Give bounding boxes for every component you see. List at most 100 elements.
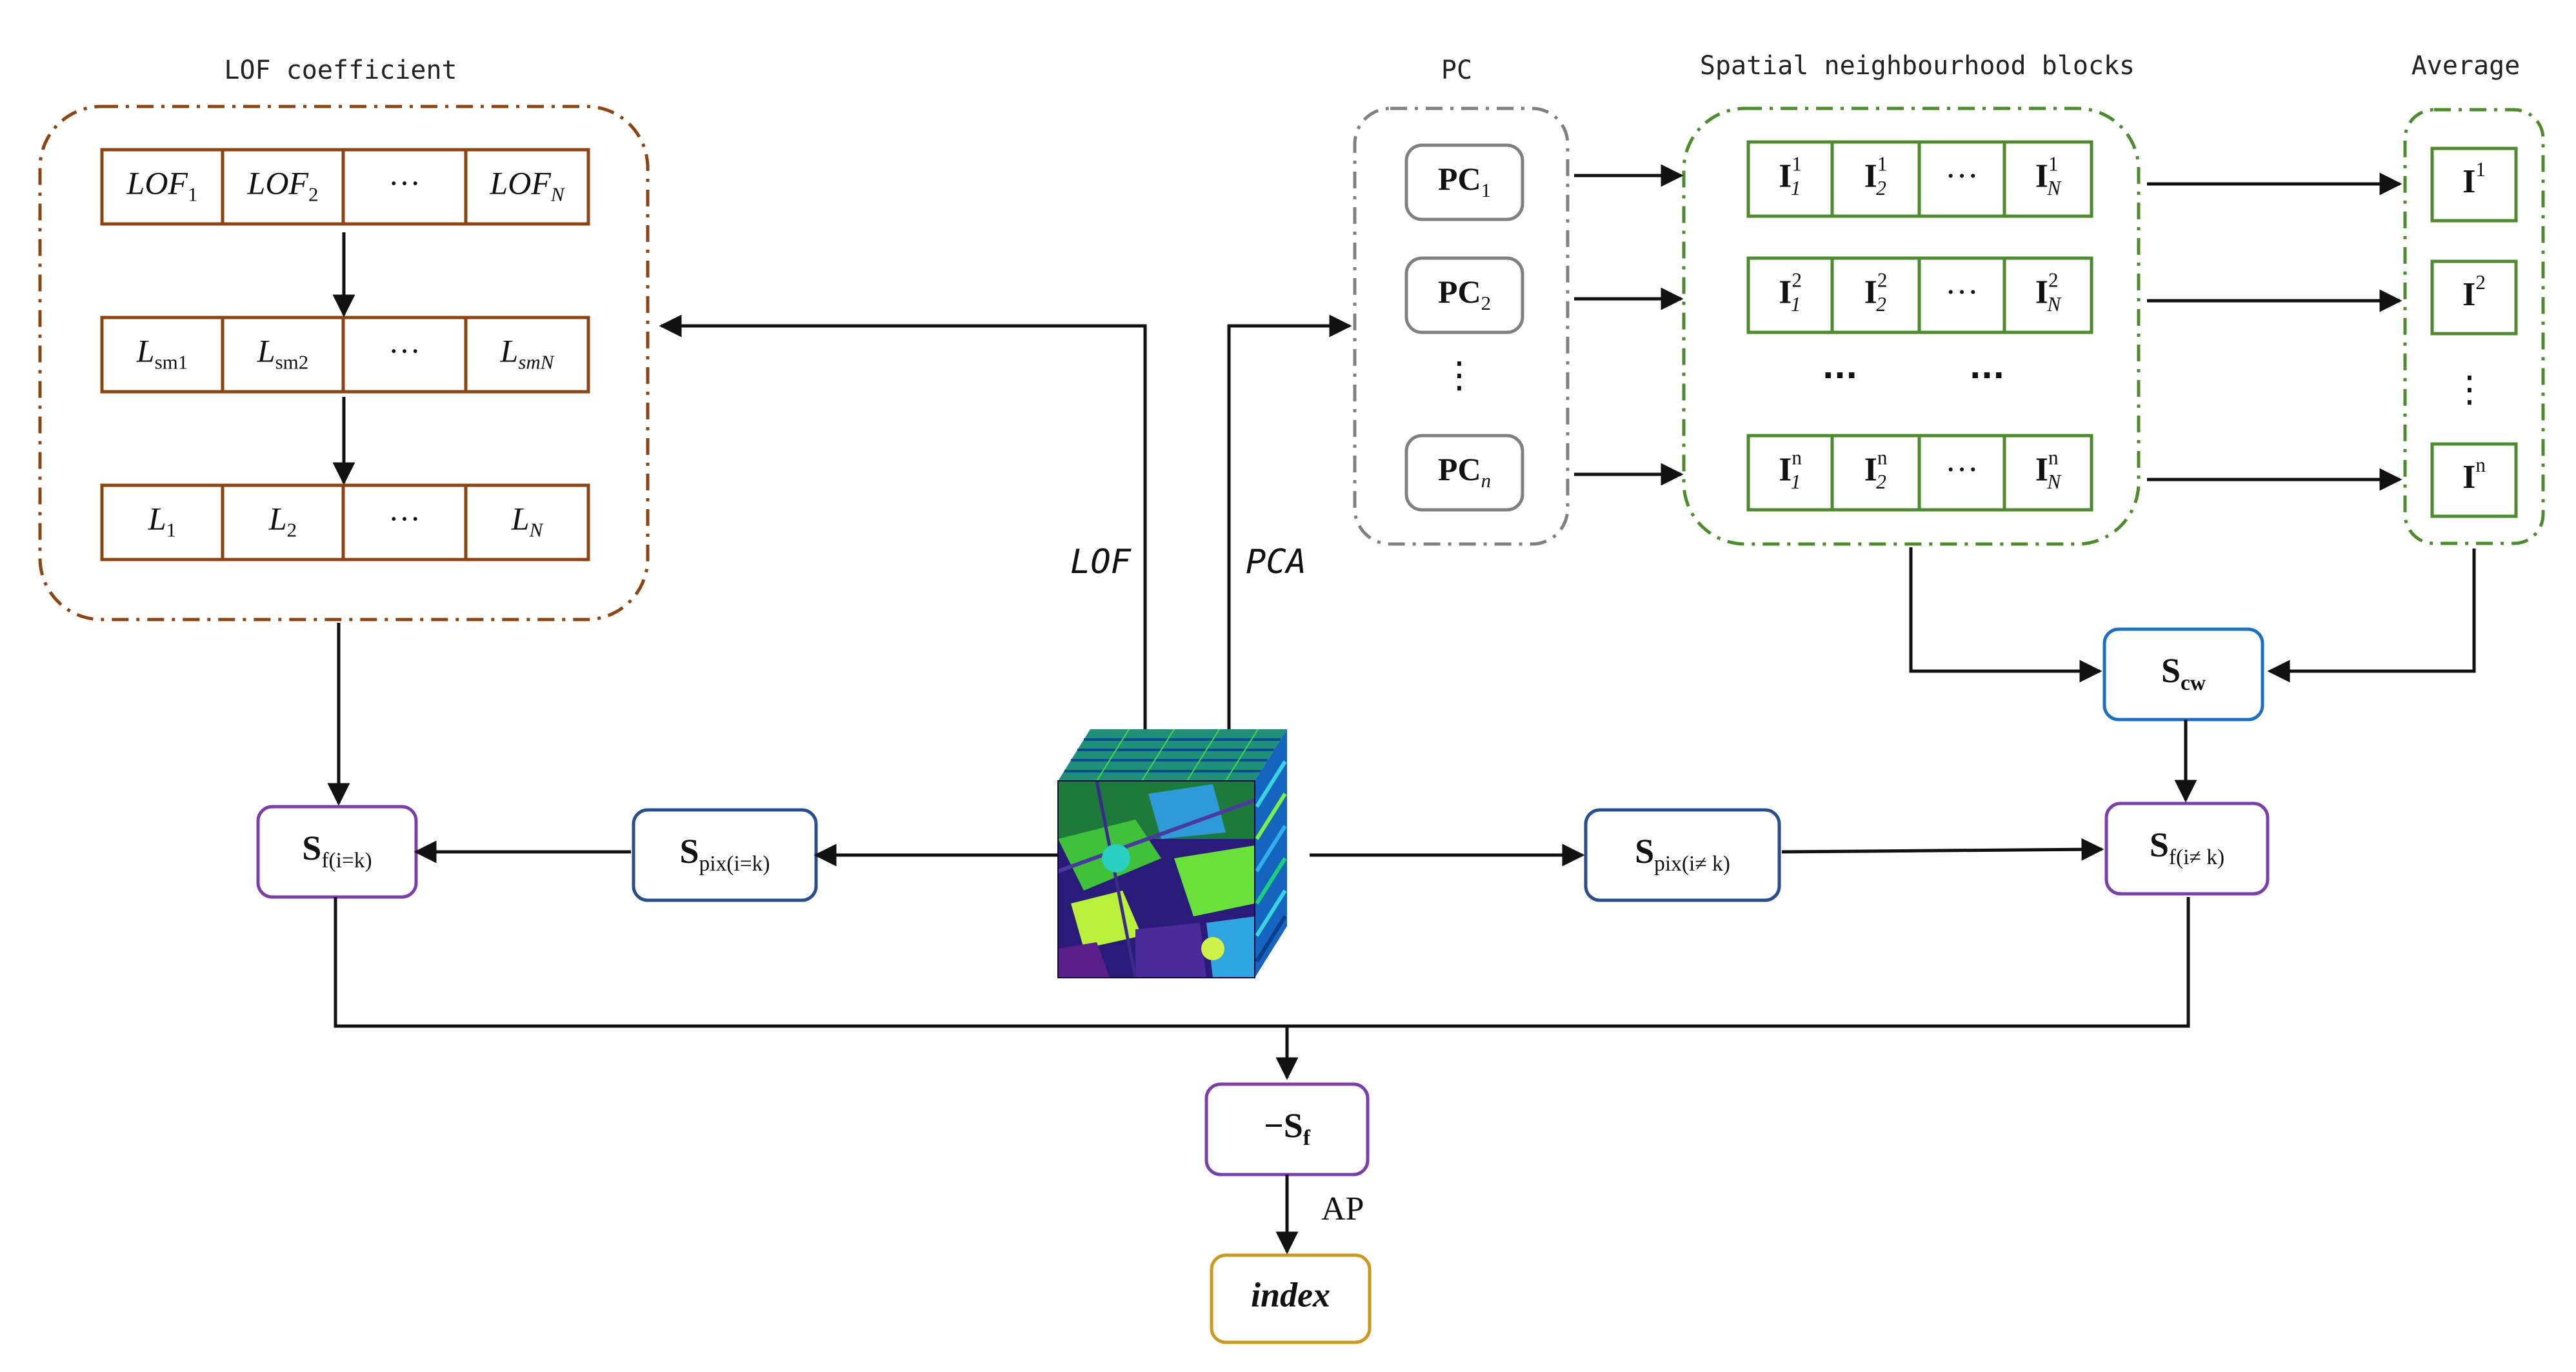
spatial-cell bbox=[1917, 434, 2006, 512]
average-group-border bbox=[2403, 108, 2545, 545]
lof-cell-label: LsmN bbox=[500, 333, 555, 374]
lof-edge-label: LOF bbox=[1070, 543, 1132, 581]
lof-cell bbox=[341, 483, 468, 561]
average-item-box bbox=[2430, 442, 2518, 518]
pc-vertical-dots: ⋮ bbox=[1441, 354, 1477, 396]
lof-cell-label: L1 bbox=[148, 501, 176, 541]
neg-s-f-node: −Sf bbox=[1204, 1082, 1370, 1176]
spix-neq-to-sf-neq-arrow bbox=[1781, 838, 2104, 861]
index-node: index bbox=[1210, 1253, 1372, 1344]
lof-cell bbox=[464, 483, 590, 561]
sf-eq-to-merge-line bbox=[334, 897, 2190, 1028]
lof-cell-label: LOF2 bbox=[247, 165, 319, 206]
s-f-equal-node-label: Sf(i=k) bbox=[302, 829, 372, 872]
pca-edge-label: PCA bbox=[1246, 543, 1306, 581]
spatial-cell-label: ··· bbox=[1945, 274, 1979, 310]
lof-cell bbox=[221, 483, 345, 561]
s-f-notequal-node: Sf(i≠ k) bbox=[2104, 802, 2270, 896]
average-group-to-scw-arrow bbox=[2267, 549, 2476, 683]
lof-cell bbox=[221, 316, 345, 394]
pc-item-box bbox=[1404, 434, 1524, 512]
cube-to-lof-group-arrow bbox=[659, 314, 1147, 729]
spatial-group-border bbox=[1682, 106, 2141, 546]
lof-cell-label: ··· bbox=[388, 333, 421, 369]
average-item-label: I1 bbox=[2462, 158, 2486, 200]
lof-cell-label: ··· bbox=[388, 501, 421, 537]
s-pix-notequal-node-box bbox=[1584, 808, 1781, 902]
spatial-row-dots: ··· bbox=[1970, 358, 2005, 394]
spatial-cell bbox=[2002, 256, 2093, 334]
lof-cell bbox=[341, 316, 468, 394]
lof-table-row-1: LOF1 LOF2 ··· LOFN bbox=[100, 148, 590, 226]
pc-group-title: PC bbox=[1441, 55, 1472, 85]
s-pix-notequal-node: Spix(i≠ k) bbox=[1584, 808, 1781, 902]
lof-cell-label: LOF1 bbox=[126, 165, 198, 206]
lof-cell-label: Lsm2 bbox=[257, 333, 309, 374]
lof-cell bbox=[464, 316, 590, 394]
hyperspectral-cube-image bbox=[1057, 729, 1287, 978]
cube-side-stripes bbox=[1255, 760, 1287, 963]
spatial-cell-label: ··· bbox=[1945, 157, 1979, 194]
lof-cell bbox=[221, 148, 345, 226]
spatial-cell bbox=[1746, 256, 1834, 334]
pc-item-label: PC2 bbox=[1438, 274, 1491, 314]
spatial-group-to-scw-arrow bbox=[1909, 547, 2102, 683]
average-item-box bbox=[2430, 146, 2518, 223]
spatial-cell bbox=[2002, 140, 2093, 218]
spatial-cell bbox=[1830, 140, 1921, 218]
s-cw-node: Scw bbox=[2102, 627, 2264, 721]
lof-cell-label: LOFN bbox=[489, 165, 565, 206]
s-f-equal-node: Sf(i=k) bbox=[256, 805, 418, 899]
s-pix-equal-node: Spix(i=k) bbox=[632, 808, 818, 902]
spatial-row-dots: ··· bbox=[1822, 358, 1858, 394]
s-pix-notequal-node-label: Spix(i≠ k) bbox=[1635, 832, 1730, 875]
spatial-group-title: Spatial neighbourhood blocks bbox=[1700, 51, 2135, 81]
spatial-cell bbox=[2002, 434, 2093, 512]
pc-item-label: PCn bbox=[1438, 451, 1491, 492]
spatial-cell bbox=[1830, 256, 1921, 334]
spatial-cell-label: ··· bbox=[1945, 451, 1979, 488]
lof-cell bbox=[341, 148, 468, 226]
spatial-cell bbox=[1746, 140, 1834, 218]
s-f-notequal-node-label: Sf(i≠ k) bbox=[2150, 825, 2224, 869]
lof-cell-label: LN bbox=[511, 501, 544, 541]
s-cw-node-box bbox=[2102, 627, 2264, 721]
cube-to-pc-group-arrow bbox=[1227, 314, 1352, 729]
average-vertical-dots: ⋮ bbox=[2451, 368, 2488, 410]
pc-item-box bbox=[1404, 143, 1524, 221]
pc-item-label: PC1 bbox=[1438, 161, 1491, 201]
lof-cell bbox=[464, 148, 590, 226]
s-pix-equal-node-label: Spix(i=k) bbox=[679, 832, 770, 875]
s-cw-node-label: Scw bbox=[2161, 651, 2206, 694]
lof-cell-label: ··· bbox=[388, 165, 421, 201]
cube-front-scene bbox=[1058, 781, 1255, 978]
lof-cell bbox=[100, 316, 225, 394]
neg-s-f-node-label: −Sf bbox=[1264, 1106, 1311, 1149]
pc-item-box bbox=[1404, 256, 1524, 334]
lof-group-title: LOF coefficient bbox=[224, 55, 457, 85]
average-item-label: In bbox=[2462, 454, 2486, 496]
average-item-box bbox=[2430, 259, 2518, 336]
pc-group-border bbox=[1353, 106, 1570, 546]
ap-edge-label: AP bbox=[1321, 1191, 1364, 1227]
average-group-title: Average bbox=[2411, 51, 2521, 81]
index-node-label: index bbox=[1251, 1276, 1330, 1315]
index-node-box bbox=[1210, 1253, 1372, 1344]
